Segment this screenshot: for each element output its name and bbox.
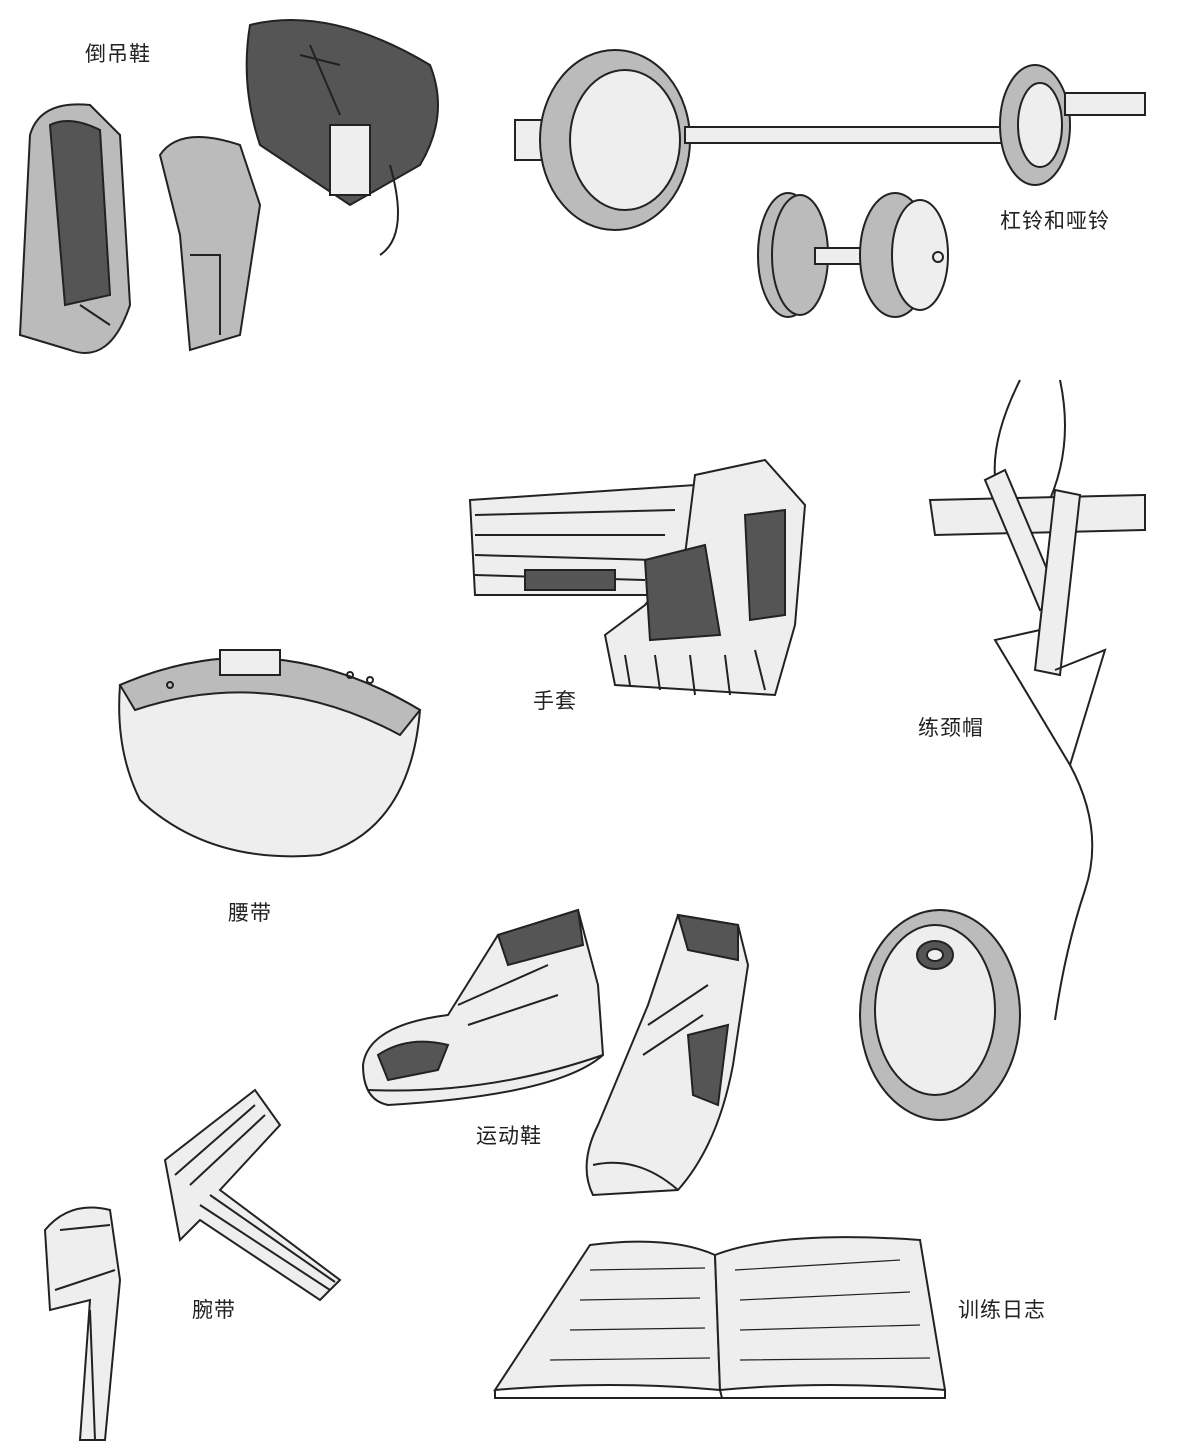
gloves-icon xyxy=(468,458,807,697)
barbell-dumbbell-icon xyxy=(514,49,1146,318)
inversion-boots-icon xyxy=(18,19,439,354)
barbell-dumbbell-label: 杠铃和哑铃 xyxy=(1000,209,1110,233)
neck-harness-icon xyxy=(859,379,1146,1121)
sneakers-icon xyxy=(361,908,750,1197)
training-log-label: 训练日志 xyxy=(958,1298,1046,1322)
wrist-straps-label: 腕带 xyxy=(192,1298,236,1322)
wrist-straps-icon xyxy=(43,1088,342,1441)
neck-harness-label: 练颈帽 xyxy=(918,716,984,740)
lifting-belt-icon xyxy=(118,649,422,858)
gloves-label: 手套 xyxy=(533,689,577,713)
training-log-icon xyxy=(493,1236,947,1399)
belt-label: 腰带 xyxy=(228,901,272,925)
sneakers-label: 运动鞋 xyxy=(476,1124,542,1148)
inversion-boots-label: 倒吊鞋 xyxy=(85,42,151,66)
